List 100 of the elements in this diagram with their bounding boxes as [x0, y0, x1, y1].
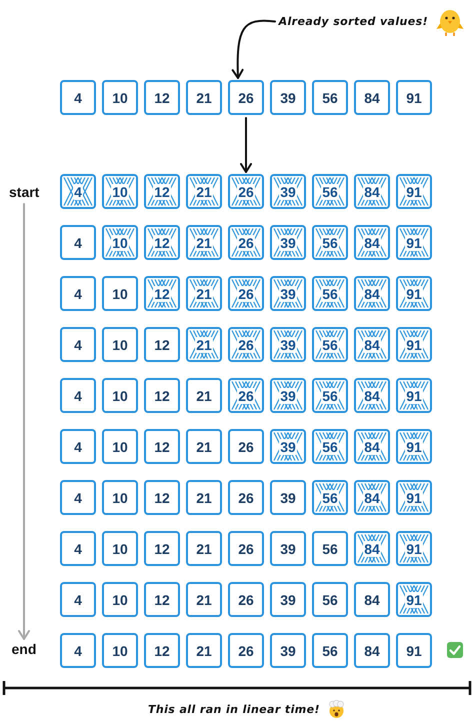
number-label: 26	[237, 234, 255, 250]
number-label: 10	[112, 542, 128, 556]
number-label: 91	[406, 90, 422, 104]
number-label: 39	[279, 184, 297, 200]
number-label: 84	[363, 286, 381, 302]
value-tile	[186, 633, 222, 668]
number-label: 39	[280, 644, 296, 658]
number-label: 84	[364, 644, 380, 658]
number-label: 12	[154, 490, 170, 504]
number-label: 56	[321, 234, 339, 250]
number-label: 56	[321, 490, 339, 506]
value-tile	[312, 633, 348, 668]
value-tile	[60, 276, 96, 311]
number-label: 56	[322, 90, 338, 104]
value-tile	[60, 378, 96, 413]
number-label: 10	[111, 234, 129, 250]
number-label: 21	[195, 336, 213, 352]
value-tile	[60, 327, 96, 362]
number-label: 4	[74, 338, 82, 352]
number-label: 91	[405, 540, 423, 556]
note-text: This all ran in linear time!	[148, 703, 320, 716]
number-label: 10	[112, 440, 128, 454]
value-tile	[144, 582, 180, 617]
number-label: 84	[364, 592, 380, 606]
number-label: 84	[363, 388, 381, 404]
number-label: 21	[195, 184, 213, 200]
number-label: 56	[321, 286, 339, 302]
value-tile	[144, 378, 180, 413]
number-label: 26	[237, 184, 255, 200]
number-label: 4	[74, 440, 82, 454]
number-label: 4	[74, 644, 82, 658]
number-label: 4	[74, 388, 82, 402]
number-label: 26	[237, 336, 255, 352]
number-label: 4	[74, 542, 82, 556]
value-tile	[312, 582, 348, 617]
number-label: 21	[196, 490, 212, 504]
number-label: 91	[405, 438, 423, 454]
number-label: 12	[154, 338, 170, 352]
number-label: 84	[363, 184, 381, 200]
value-tile	[144, 531, 180, 566]
number-label: 91	[405, 184, 423, 200]
number-label: 39	[280, 490, 296, 504]
value-tile	[102, 633, 138, 668]
number-label: 12	[153, 286, 171, 302]
number-label: 4	[74, 490, 82, 504]
number-label: 26	[237, 388, 255, 404]
number-label: 26	[237, 286, 255, 302]
value-tile	[144, 80, 180, 115]
number-label: 21	[196, 542, 212, 556]
number-label: 39	[279, 234, 297, 250]
number-label: 12	[154, 644, 170, 658]
value-tile	[312, 80, 348, 115]
number-label: 91	[405, 286, 423, 302]
value-tile	[60, 429, 96, 464]
number-label: 39	[279, 336, 297, 352]
value-tile	[228, 633, 264, 668]
number-label: 10	[112, 592, 128, 606]
value-tile	[60, 633, 96, 668]
number-label: 12	[154, 592, 170, 606]
value-tile	[60, 80, 96, 115]
number-label: 56	[322, 592, 338, 606]
number-label: 39	[280, 90, 296, 104]
number-label: 39	[279, 438, 297, 454]
time-label: start	[9, 184, 40, 201]
number-label: 26	[238, 440, 254, 454]
value-tile	[396, 80, 432, 115]
value-tile	[270, 531, 306, 566]
value-tile	[144, 429, 180, 464]
value-tile	[60, 225, 96, 260]
value-tile	[270, 480, 306, 515]
number-label: 84	[363, 438, 381, 454]
number-label: 26	[238, 644, 254, 658]
value-tile	[60, 531, 96, 566]
value-tile	[102, 80, 138, 115]
number-label: 10	[112, 338, 128, 352]
value-tile	[102, 480, 138, 515]
value-tile	[186, 429, 222, 464]
value-tile	[186, 480, 222, 515]
number-label: 56	[321, 336, 339, 352]
number-label: 4	[74, 90, 82, 104]
number-label: 91	[405, 336, 423, 352]
number-label: 10	[112, 388, 128, 402]
number-label: 12	[154, 90, 170, 104]
curved-arrow	[232, 20, 276, 79]
number-label: 56	[321, 184, 339, 200]
number-label: 39	[280, 592, 296, 606]
number-label: 12	[154, 388, 170, 402]
value-tile	[354, 633, 390, 668]
number-label: 84	[363, 540, 381, 556]
callout-text: Already sorted values!	[278, 15, 428, 28]
number-label: 4	[74, 236, 82, 250]
value-tile	[102, 378, 138, 413]
number-label: 10	[112, 286, 128, 300]
value-tile	[228, 582, 264, 617]
number-label: 10	[112, 490, 128, 504]
value-tile	[102, 531, 138, 566]
number-label: 26	[238, 592, 254, 606]
value-tile	[228, 531, 264, 566]
value-tile	[270, 633, 306, 668]
number-label: 4	[74, 592, 82, 606]
